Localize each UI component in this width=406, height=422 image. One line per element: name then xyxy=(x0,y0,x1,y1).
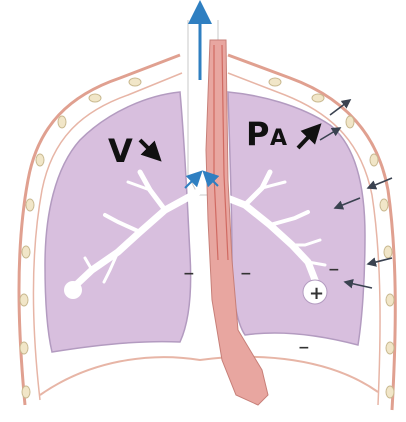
volume-label: V xyxy=(108,132,133,170)
left-alveolus xyxy=(64,281,82,299)
pressure-label: P xyxy=(246,115,269,153)
negative-sign-bottom: − xyxy=(298,340,310,356)
negative-sign-center: − xyxy=(240,266,252,282)
diaphragm xyxy=(40,357,378,395)
pressure-subscript: A xyxy=(270,126,287,151)
negative-sign-left: − xyxy=(183,266,195,282)
negative-sign-right: − xyxy=(328,262,340,278)
positive-sign: + xyxy=(309,283,324,304)
